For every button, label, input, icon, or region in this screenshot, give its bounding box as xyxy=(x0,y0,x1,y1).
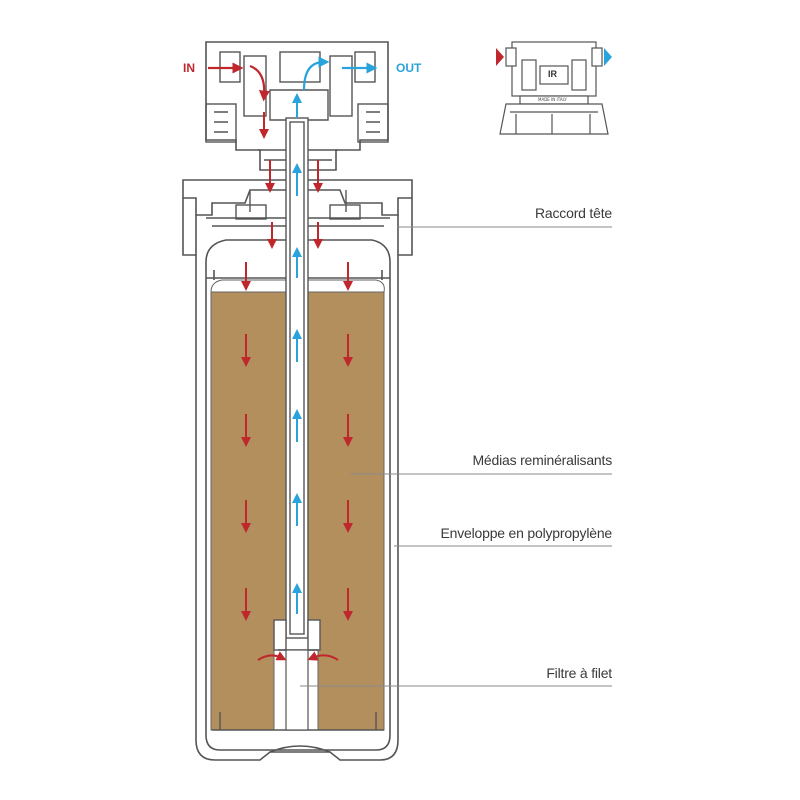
inset-made-in: MADE IN ITALY xyxy=(538,97,567,102)
remineralizing-media xyxy=(210,279,385,731)
outlet-label: OUT xyxy=(396,61,422,75)
housing-bowl xyxy=(195,239,399,761)
central-tube xyxy=(273,117,321,651)
mesh-filter xyxy=(285,649,309,731)
callout-lines xyxy=(300,226,612,687)
inset-left-marker-icon xyxy=(496,48,504,66)
inset-brand: IR xyxy=(548,69,557,79)
head-inset-illustration xyxy=(499,41,609,135)
outlet-arrow-icon xyxy=(302,56,378,91)
callout-head-fitting: Raccord tête xyxy=(535,205,612,221)
inlet-arrow-icon xyxy=(208,62,270,102)
callout-housing: Enveloppe en polypropylène xyxy=(440,525,613,541)
inlet-label: IN xyxy=(183,61,195,75)
inset-right-marker-icon xyxy=(604,48,612,66)
head-ports xyxy=(205,51,390,227)
callout-mesh-filter: Filtre à filet xyxy=(546,665,612,681)
flow-down-arrow-icon xyxy=(241,112,353,661)
callout-media: Médias reminéralisants xyxy=(472,452,612,468)
